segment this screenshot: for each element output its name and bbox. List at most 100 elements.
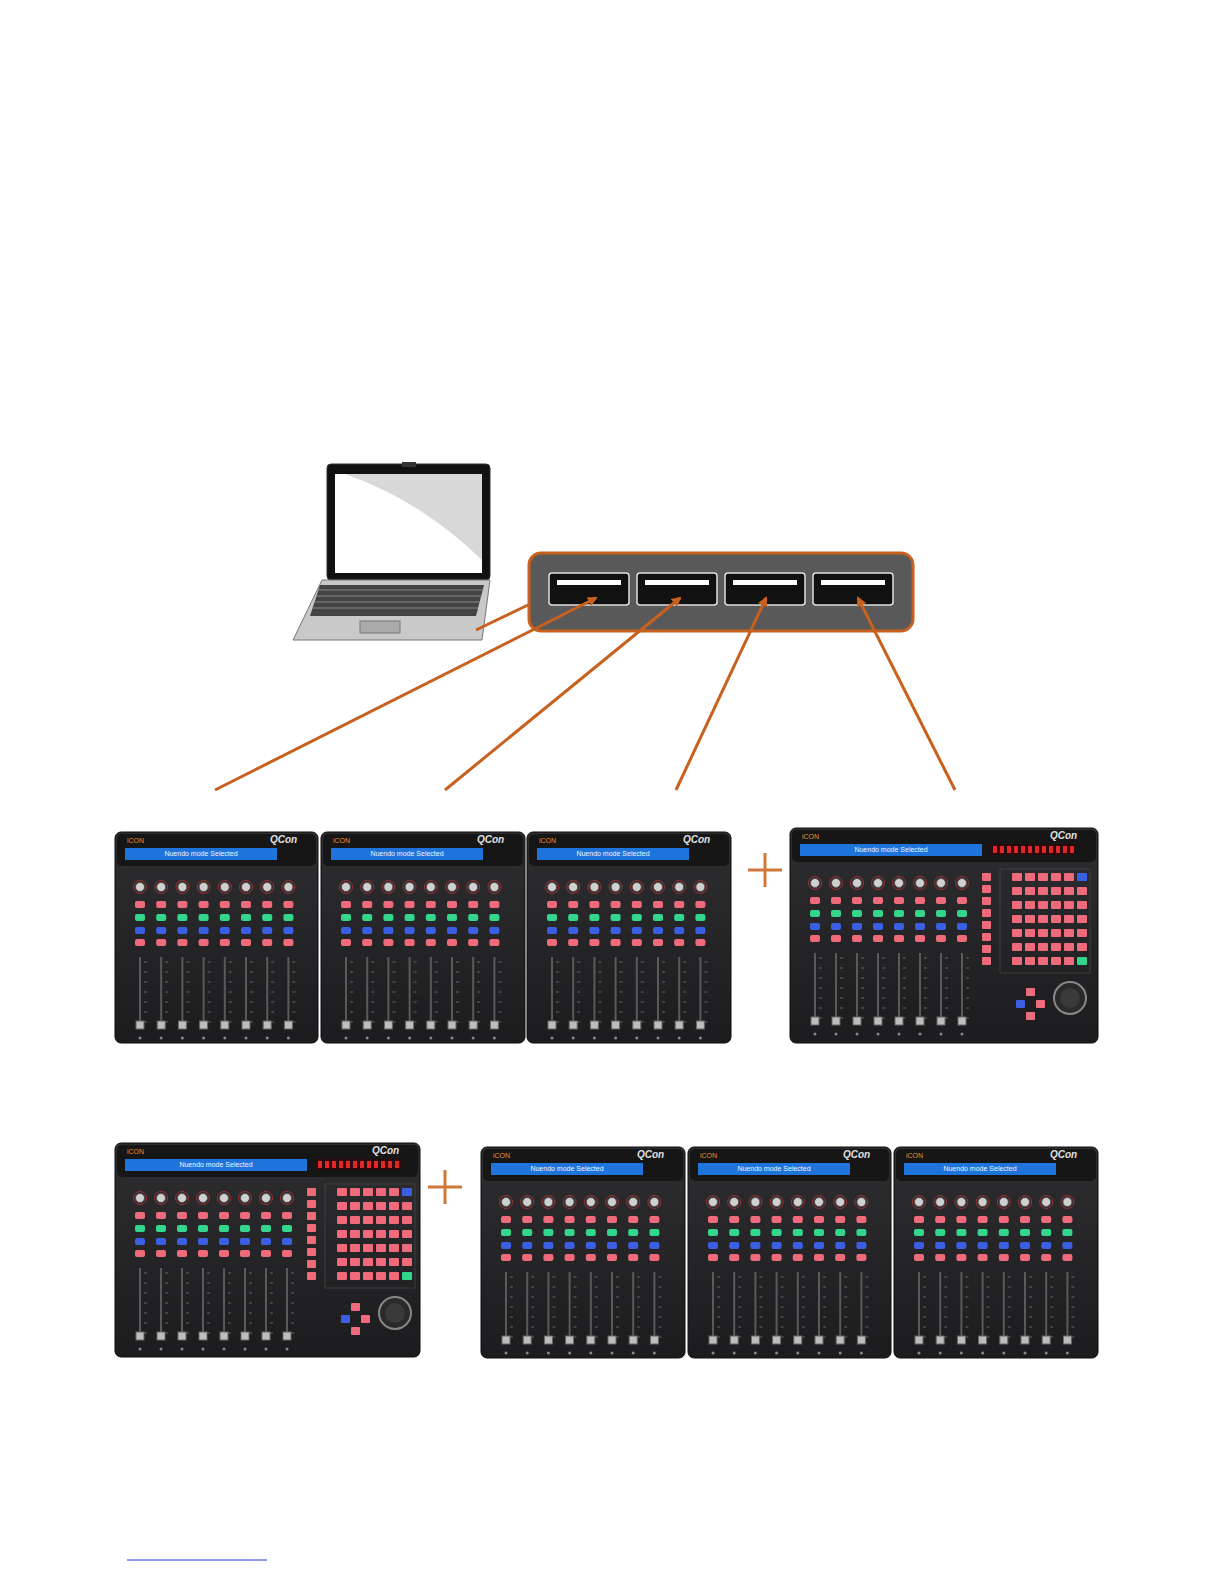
device-part: [139, 1268, 141, 1338]
device-part: [976, 1196, 989, 1209]
device-part: [551, 957, 553, 1027]
device-part: [219, 1225, 229, 1232]
device-part: [367, 1161, 371, 1168]
device-part: [282, 1238, 292, 1245]
device-part: [823, 1277, 826, 1278]
lcd-screen: [537, 848, 689, 860]
device-part: [228, 1303, 231, 1304]
device-part: [510, 1287, 513, 1288]
device-part: [156, 1250, 166, 1257]
device-part: [616, 1277, 619, 1278]
device-part: [611, 1352, 614, 1355]
device-part: [851, 877, 864, 890]
laptop-illustration: [293, 462, 528, 640]
qcon-extender: [527, 832, 731, 1043]
device-part: [198, 1212, 208, 1219]
device-part: [802, 1327, 805, 1328]
device-part: [240, 1250, 250, 1257]
device-part: [823, 1297, 826, 1298]
device-part: [751, 1336, 759, 1344]
device-part: [548, 883, 557, 892]
device-part: [181, 1268, 183, 1338]
device-part: [662, 962, 665, 963]
device-part: [595, 1277, 598, 1278]
device-part: [371, 992, 374, 993]
device-part: [156, 901, 166, 908]
device-part: [709, 1336, 717, 1344]
device-part: [144, 1323, 147, 1324]
device-part: [543, 1229, 553, 1236]
device-part: [658, 1297, 661, 1298]
device-part: [186, 1323, 189, 1324]
device-part: [165, 1313, 168, 1314]
device-part: [923, 1327, 926, 1328]
device-part: [409, 957, 411, 1027]
device-part: [350, 1230, 360, 1238]
device-part: [402, 1188, 412, 1196]
device-part: [155, 881, 168, 894]
device-part: [844, 1287, 847, 1288]
device-part: [323, 834, 523, 866]
device-part: [835, 1242, 845, 1249]
device-part: [363, 1272, 373, 1280]
device-part: [708, 1229, 718, 1236]
device-part: [291, 1283, 294, 1284]
device-part: [759, 1297, 762, 1298]
device-part: [292, 982, 295, 983]
device-part: [165, 1323, 168, 1324]
device-part: [1002, 1352, 1005, 1355]
device-part: [704, 982, 707, 983]
lcd-text: Nuendo mode Selected: [904, 1164, 1056, 1174]
device-part: [341, 939, 351, 946]
device-part: [498, 1002, 501, 1003]
device-part: [935, 1229, 945, 1236]
device-part: [271, 1002, 274, 1003]
device-part: [987, 1307, 990, 1308]
device-part: [501, 1254, 511, 1261]
device-part: [830, 877, 843, 890]
device-part: [498, 962, 501, 963]
device-part: [261, 1212, 271, 1219]
device-part: [923, 1287, 926, 1288]
device-part: [894, 1147, 1098, 1358]
device-part: [202, 1268, 204, 1338]
device-part: [653, 927, 663, 934]
device-part: [814, 1229, 824, 1236]
device-part: [675, 883, 684, 892]
device-part: [738, 1277, 741, 1278]
device-part: [403, 881, 416, 894]
device-part: [387, 957, 389, 1027]
device-part: [262, 939, 272, 946]
device-part: [632, 883, 641, 892]
device-part: [207, 1313, 210, 1314]
device-part: [738, 1287, 741, 1288]
device-part: [1064, 901, 1074, 909]
device-part: [936, 1198, 945, 1207]
device-part: [650, 1198, 659, 1207]
device-part: [451, 1037, 454, 1040]
device-part: [408, 1037, 411, 1040]
device-part: [543, 1216, 553, 1223]
device-part: [641, 962, 644, 963]
device-part: [1042, 846, 1046, 853]
device-part: [611, 883, 620, 892]
device-part: [186, 1273, 189, 1274]
device-part: [957, 1198, 966, 1207]
device-part: [371, 982, 374, 983]
device-part: [662, 992, 665, 993]
brand-logo: iCON: [127, 836, 144, 845]
device-part: [271, 982, 274, 983]
device-part: [392, 1012, 395, 1013]
device-part: [135, 939, 145, 946]
device-part: [916, 1017, 924, 1025]
device-part: [177, 901, 187, 908]
device-part: [244, 1268, 246, 1338]
device-part: [831, 897, 841, 904]
device-part: [966, 968, 969, 969]
device-part: [595, 1317, 598, 1318]
device-part: [1051, 915, 1061, 923]
device-part: [1071, 1317, 1074, 1318]
device-part: [405, 939, 415, 946]
lcd-screen: [331, 848, 483, 860]
device-part: [649, 1229, 659, 1236]
